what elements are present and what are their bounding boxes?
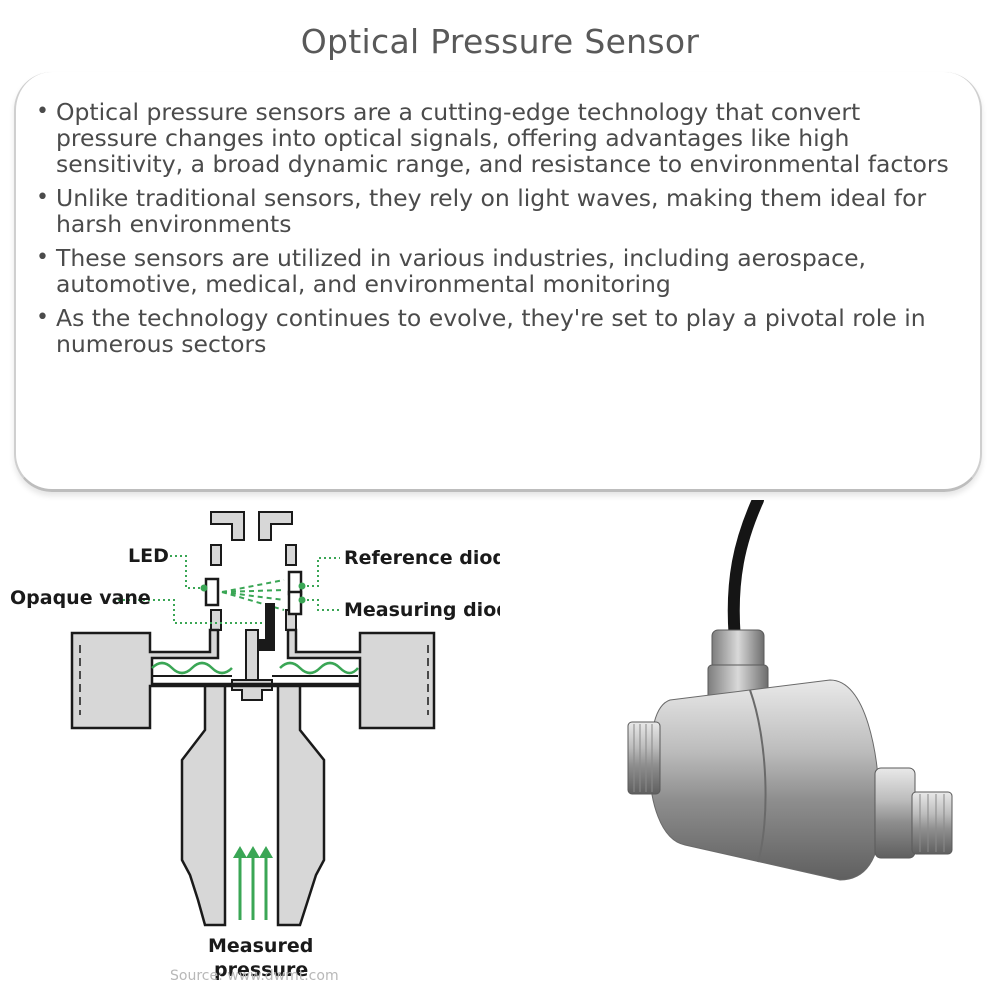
- bullet-list: • Optical pressure sensors are a cutting-…: [34, 99, 964, 365]
- up-arrow-icon: [233, 846, 273, 920]
- label-measuring-diode: Measuring diode: [344, 599, 500, 621]
- page-title: Optical Pressure Sensor: [300, 22, 700, 61]
- light-beams: [221, 579, 285, 611]
- bullet-dot-icon: •: [36, 245, 49, 270]
- bullet-text: These sensors are utilized in various in…: [56, 244, 867, 298]
- content-card: [14, 72, 982, 492]
- bullet-text: Unlike traditional sensors, they rely on…: [56, 184, 927, 238]
- sensor-product-photo: [627, 500, 953, 881]
- bullet-text: Optical pressure sensors are a cutting-e…: [56, 98, 949, 178]
- lower-port: [180, 684, 326, 927]
- bullet-item: • As the technology continues to evolve, …: [34, 305, 964, 357]
- top-tube: [210, 511, 293, 541]
- label-measured-pressure-2: pressure: [214, 959, 308, 981]
- bullet-text: As the technology continues to evolve, t…: [56, 304, 926, 358]
- led-element: [204, 577, 220, 607]
- bullet-item: • Optical pressure sensors are a cutting-…: [34, 99, 964, 177]
- bullet-item: • These sensors are utilized in various i…: [34, 245, 964, 297]
- label-opaque-vane: Opaque vane: [10, 587, 151, 609]
- bullet-item: • Unlike traditional sensors, they rely o…: [34, 185, 964, 237]
- diaphragm-wave: [151, 661, 359, 675]
- sensor-housing: [649, 679, 881, 881]
- leader-lines: [118, 555, 340, 624]
- source-credit: Source: www.dwmt.com: [170, 968, 339, 984]
- sensor-body: [70, 628, 436, 730]
- measuring-diode-element: [287, 590, 303, 616]
- right-fitting: [874, 767, 953, 859]
- bullet-dot-icon: •: [36, 185, 49, 210]
- label-led: LED: [128, 545, 169, 567]
- label-measured-pressure-1: Measured: [208, 935, 313, 957]
- bullet-dot-icon: •: [36, 99, 49, 124]
- left-thread: [627, 721, 661, 795]
- label-reference-diode: Reference diode: [344, 547, 500, 569]
- reference-diode-element: [287, 570, 303, 596]
- upper-housing: [210, 544, 297, 631]
- sensor-cross-section-diagram: LED Opaque vane Reference diode Measurin…: [10, 511, 500, 981]
- bullet-dot-icon: •: [36, 305, 49, 330]
- sensor-cable: [727, 500, 764, 646]
